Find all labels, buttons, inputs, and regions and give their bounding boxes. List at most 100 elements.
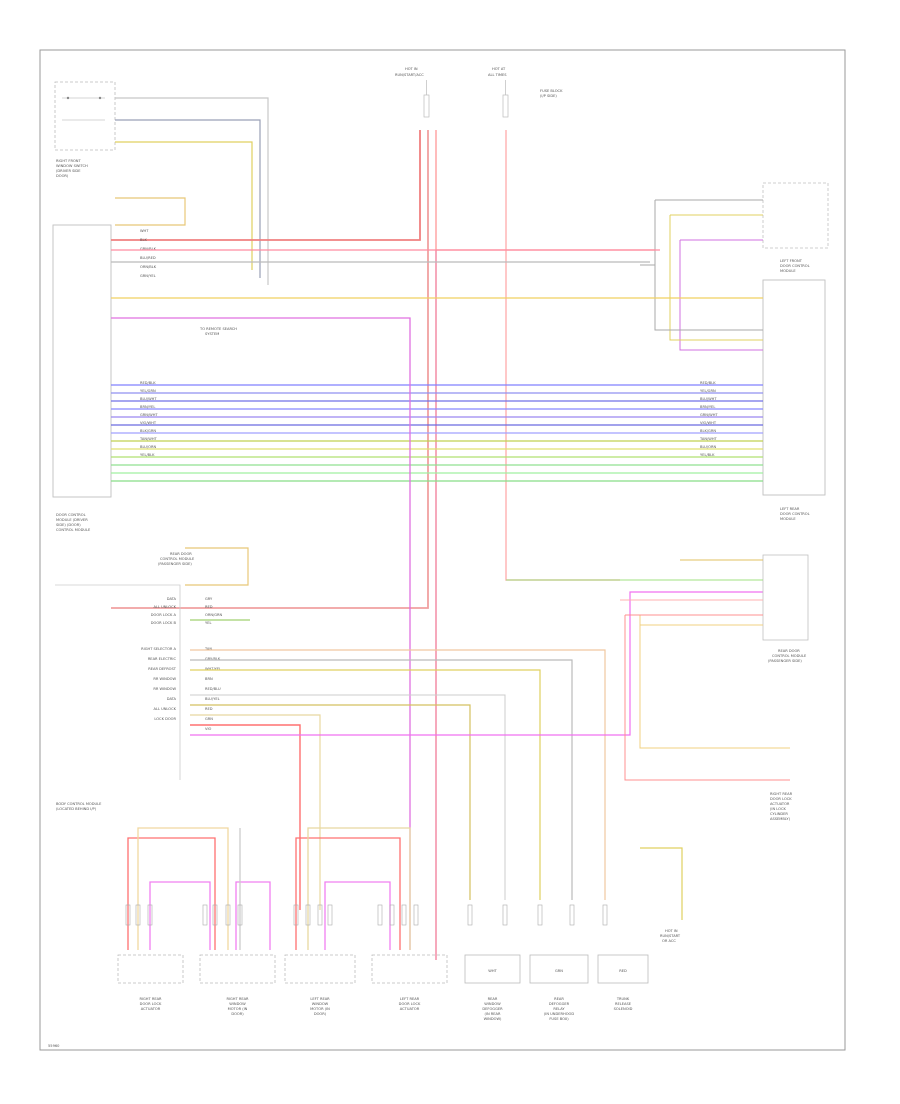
hot-at-all-label-1: HOT AT bbox=[492, 67, 506, 71]
connector-pin bbox=[377, 904, 383, 926]
wire-gray-2 bbox=[115, 119, 261, 278]
bottom-component-label: ACTUATOR bbox=[400, 1007, 420, 1011]
mid-func-label: RR WINDOW bbox=[153, 687, 176, 691]
bottom-component-label: REAR bbox=[554, 997, 564, 1001]
mid-pin-label: BLU/YEL bbox=[205, 697, 220, 701]
pin-label-left: VIO/WHT bbox=[140, 421, 157, 425]
trunk-power-label-3: OR ACC bbox=[662, 939, 676, 943]
status-note-1: TO REMOTE SEARCH bbox=[199, 327, 237, 331]
pin-label-left: ORN/BLK bbox=[140, 265, 157, 269]
bottom-component-label: DOOR LOCK bbox=[140, 1002, 162, 1006]
fuse-symbol-left bbox=[423, 80, 430, 118]
status-note-2: SYSTEM bbox=[205, 332, 219, 336]
trunk-power-label-2: RUN/START bbox=[660, 934, 681, 938]
harness-loop bbox=[235, 881, 271, 950]
page-frame bbox=[39, 49, 846, 1051]
bottom-component-label: WINDOW) bbox=[484, 1017, 502, 1021]
harness-loop bbox=[295, 837, 401, 950]
pin-label-left: GRN/BLK bbox=[140, 247, 157, 251]
left-module-label-4: CONTROL MODULE bbox=[56, 528, 91, 532]
bottom-component-label: SOLENOID bbox=[614, 1007, 633, 1011]
mid-pin-label: WHT/YEL bbox=[205, 667, 221, 671]
wire-right-gray-c bbox=[654, 265, 763, 331]
bottom-component-label: REAR bbox=[488, 997, 498, 1001]
page-code: 55960 bbox=[48, 1044, 60, 1048]
bottom-component-label: RELEASE bbox=[615, 1002, 632, 1006]
mid-func-label: REAR ELECTRIC bbox=[148, 657, 177, 661]
rr-lock-label-3: ACTUATOR bbox=[770, 802, 790, 806]
wire-yellow-to-defog-relay bbox=[190, 669, 541, 900]
right-module-top-label-2: DOOR CONTROL bbox=[780, 264, 810, 268]
pin-label-right: BLK/GRN bbox=[700, 429, 716, 433]
mid-pin-label: TAN bbox=[204, 647, 212, 651]
mid-func-label: ALL UNLOCK bbox=[154, 707, 177, 711]
rear-door-module-label-3: (PASSENGER SIDE) bbox=[768, 659, 802, 663]
left-module-label-1: DOOR CONTROL bbox=[56, 513, 86, 517]
connector-pin bbox=[317, 904, 323, 926]
wire-gray-1 bbox=[115, 97, 269, 285]
connector-pin bbox=[327, 904, 333, 926]
rear-door-module-box bbox=[762, 554, 809, 641]
mid-func-label: LOCK DOOR bbox=[154, 717, 176, 721]
bottom-component-label: DEFOGGER bbox=[549, 1002, 570, 1006]
pin-label-right: YEL/BLK bbox=[700, 453, 715, 457]
rf-window-switch bbox=[54, 81, 116, 151]
mid-pin-label: GRY/BLK bbox=[205, 657, 221, 661]
mid-pin-label: GRN bbox=[205, 717, 213, 721]
hot-at-all-label-2: ALL TIMES bbox=[488, 73, 507, 77]
wire-tan-rear bbox=[190, 714, 321, 910]
bottom-component-box bbox=[199, 954, 276, 984]
mid-pin-label: ORN/GRN bbox=[205, 613, 223, 617]
pin-label-right: RED/BLK bbox=[700, 381, 716, 385]
bottom-component-label: WINDOW bbox=[229, 1002, 246, 1006]
bottom-component-label: DOOR LOCK bbox=[399, 1002, 421, 1006]
bottom-component-tag: RED bbox=[619, 969, 627, 973]
wire-bus: WHTBLKGRN/BLKBLU/REDORN/BLKGRN/YELRED/BL… bbox=[111, 229, 763, 482]
pin-label-right: BRN/YEL bbox=[700, 405, 715, 409]
connector-pin bbox=[537, 904, 543, 926]
connector-pin bbox=[225, 904, 231, 926]
pin-label-right: VIO/WHT bbox=[700, 421, 717, 425]
body-module-label-2: (LOCATED BEHIND I/P) bbox=[56, 807, 97, 811]
bottom-component-tag: WHT bbox=[488, 969, 497, 973]
wire-red-trunk-1 bbox=[111, 130, 421, 241]
wire-violet-long bbox=[111, 317, 411, 950]
pin-label-left: BLK/GRN bbox=[140, 429, 156, 433]
pin-label-left: YEL/GRN bbox=[140, 389, 156, 393]
bottom-component-tag: GRN bbox=[555, 969, 563, 973]
wire-violet-rear bbox=[190, 591, 763, 736]
fuse-center-label-2: RUN/START/ACC bbox=[395, 73, 424, 77]
bottom-component-label: DOOR) bbox=[314, 1012, 327, 1016]
connector-pin bbox=[237, 904, 243, 926]
right-module-bottom-label-3: MODULE bbox=[780, 517, 796, 521]
fuse-note-2: (I/P SIDE) bbox=[540, 94, 557, 98]
harness-loop bbox=[149, 881, 211, 950]
mid-func-label: DOOR LOCK B bbox=[151, 621, 177, 625]
bottom-component-box bbox=[597, 954, 649, 984]
wire-right-violet-2 bbox=[679, 240, 763, 351]
rf-window-switch-label-3: (DRIVER SIDE bbox=[56, 169, 81, 173]
bottom-component-label: DEFOGGER bbox=[482, 1007, 503, 1011]
wire-tan-loop bbox=[115, 197, 186, 226]
connector-pin bbox=[389, 904, 395, 926]
mid-func-label: RIGHT SELECTOR A bbox=[141, 647, 176, 651]
mid-pin-label: RED bbox=[205, 605, 213, 609]
wire-red-trunk-3 bbox=[435, 130, 655, 251]
harness-loop bbox=[127, 837, 216, 950]
mid-func-label: DOOR LOCK A bbox=[151, 613, 177, 617]
bottom-component-label: ACTUATOR bbox=[141, 1007, 161, 1011]
rear-door-module-label-2: CONTROL MODULE bbox=[772, 654, 807, 658]
mid-pin-label: GRY bbox=[205, 597, 213, 601]
left-control-module bbox=[52, 224, 112, 498]
bottom-component-label: DOOR) bbox=[231, 1012, 244, 1016]
connector-pin bbox=[212, 904, 218, 926]
pin-label-right: BLU/WHT bbox=[700, 397, 717, 401]
mid-pin-label: RED bbox=[205, 707, 213, 711]
bottom-component-box bbox=[464, 954, 521, 984]
right-module-top-label-1: LEFT FRONT bbox=[780, 259, 803, 263]
wire-red-rear bbox=[190, 724, 301, 910]
mid-module-label-3: (PASSENGER SIDE) bbox=[158, 562, 192, 566]
connector-pin bbox=[413, 904, 419, 926]
